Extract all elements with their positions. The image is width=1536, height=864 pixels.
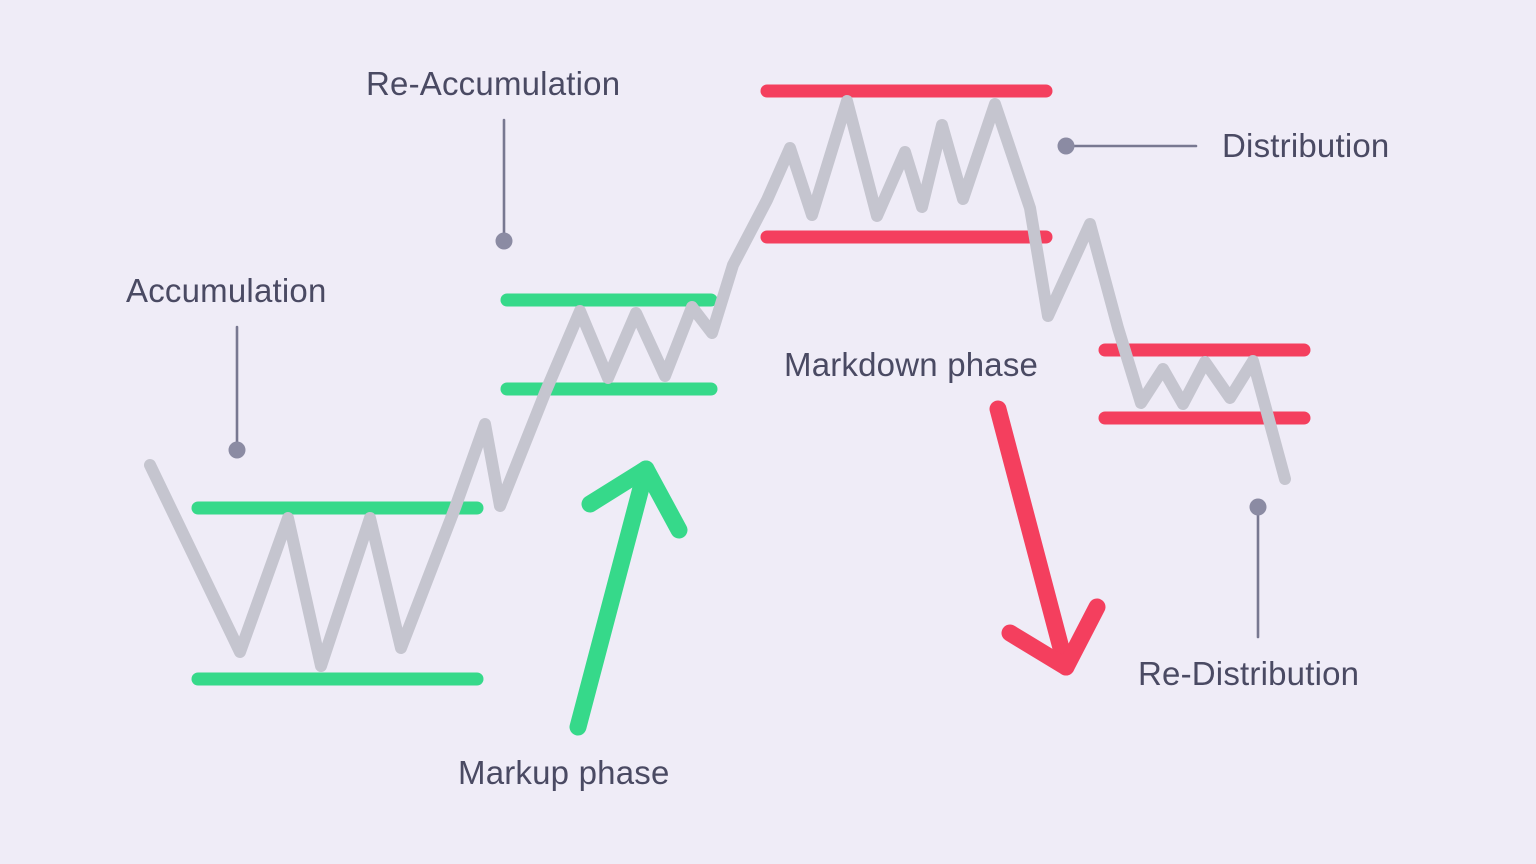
leader-dot-re-distribution xyxy=(1249,498,1267,516)
label-markdown-phase: Markdown phase xyxy=(784,346,1039,383)
leader-dot-distribution xyxy=(1057,137,1075,155)
label-re-accumulation: Re-Accumulation xyxy=(366,65,621,102)
label-re-distribution: Re-Distribution xyxy=(1138,655,1360,692)
leader-dot-re-accumulation xyxy=(495,232,513,250)
markup-arrow-head xyxy=(581,460,688,539)
markdown-arrow-head xyxy=(1001,598,1106,676)
phase-arrows-group xyxy=(569,400,1106,736)
markup-arrow-shaft xyxy=(569,460,655,736)
markdown-arrow-shaft xyxy=(989,400,1075,676)
label-accumulation: Accumulation xyxy=(126,272,327,309)
price-line xyxy=(144,95,1291,672)
annotation-leaders-group xyxy=(228,118,1267,639)
label-distribution: Distribution xyxy=(1222,127,1390,164)
price-line-group xyxy=(144,95,1291,672)
leader-dot-accumulation xyxy=(228,441,246,459)
label-markup-phase: Markup phase xyxy=(458,754,670,791)
